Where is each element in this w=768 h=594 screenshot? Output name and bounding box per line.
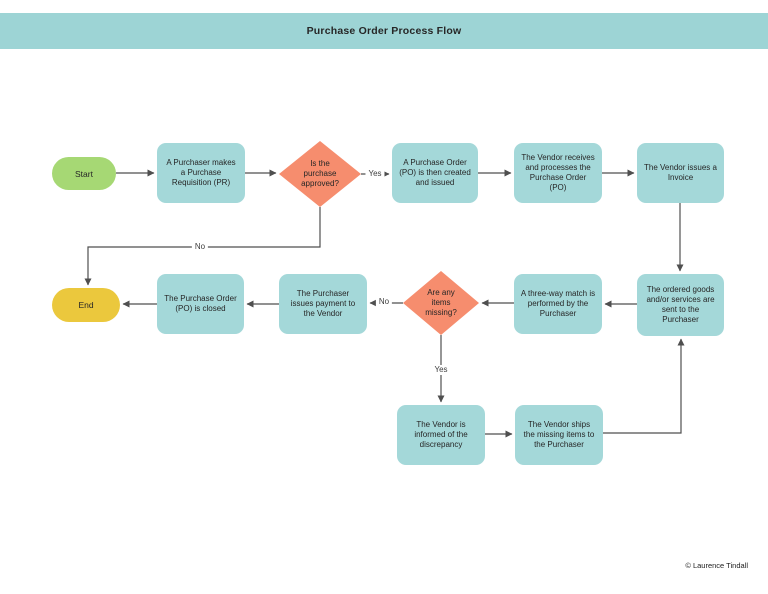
copyright-credit: © Laurence Tindall — [685, 561, 748, 570]
node-vendor-ships-missing: The Vendor ships the missing items to th… — [515, 405, 603, 465]
node-end: End — [52, 288, 120, 322]
node-payment-issued: The Purchaser issues payment to the Vend… — [279, 274, 367, 334]
node-start: Start — [52, 157, 116, 190]
page-title: Purchase Order Process Flow — [306, 25, 462, 37]
edge-label-missing-no: No — [375, 297, 393, 307]
node-three-way-match: A three-way match is performed by the Pu… — [514, 274, 602, 334]
edge-label-missing-yes: Yes — [431, 365, 451, 375]
node-vendor-informed: The Vendor is informed of the discrepanc… — [397, 405, 485, 465]
edge-label-approved-no: No — [191, 242, 209, 252]
title-bar: Purchase Order Process Flow — [0, 13, 768, 49]
edge-label-approved-yes: Yes — [365, 169, 385, 179]
connector-vendor-ships-to-goods-sent — [603, 338, 685, 434]
node-vendor-issues-invoice: The Vendor issues a Invoice — [637, 143, 724, 203]
node-purchase-requisition: A Purchaser makes a Purchase Requisition… — [157, 143, 245, 203]
node-po-created: A Purchase Order (PO) is then created an… — [392, 143, 478, 203]
node-vendor-processes-po: The Vendor receives and processes the Pu… — [514, 143, 602, 203]
node-goods-sent: The ordered goods and/or services are se… — [637, 274, 724, 336]
node-po-closed: The Purchase Order (PO) is closed — [157, 274, 244, 334]
